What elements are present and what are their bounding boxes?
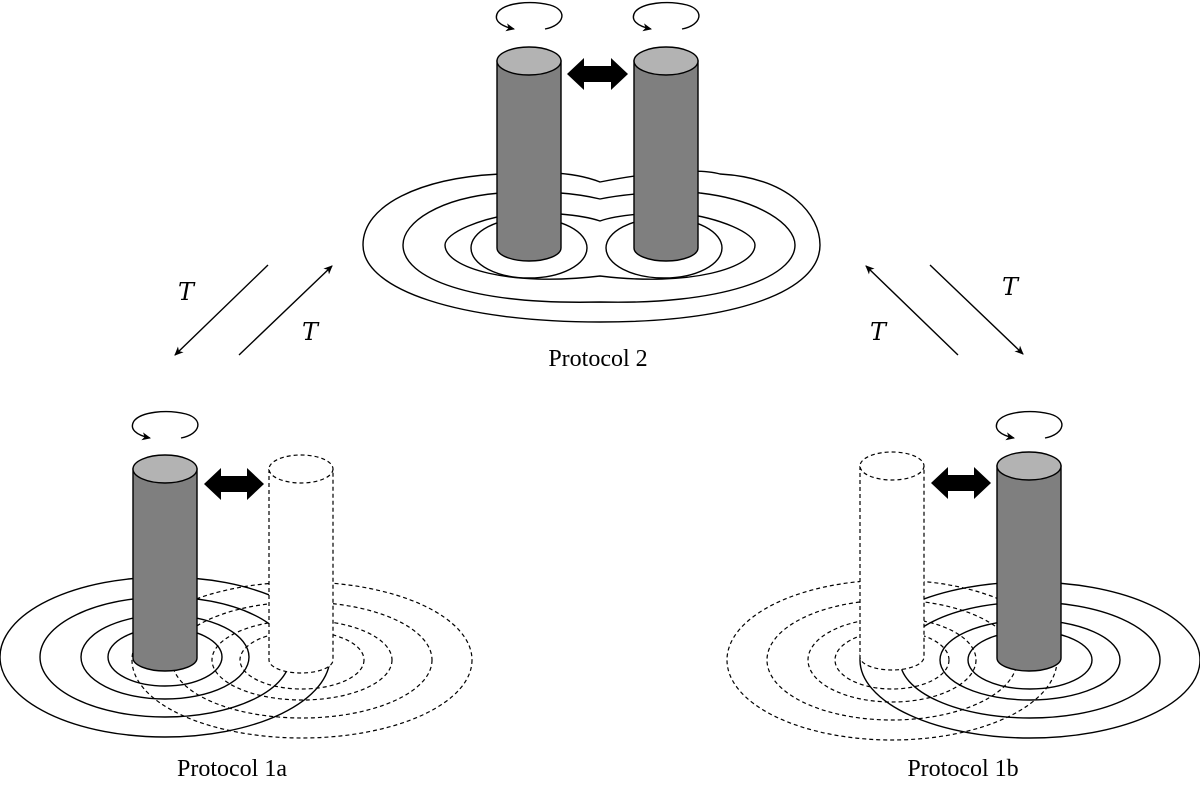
cylinder-right-active bbox=[996, 451, 1062, 672]
transition-label: T bbox=[1002, 273, 1020, 301]
swap-arrow-icon bbox=[567, 58, 628, 90]
cylinder-left-active bbox=[132, 454, 198, 672]
protocol-1b-panel: Protocol 1b bbox=[726, 410, 1200, 782]
transition-1b-to-2: T bbox=[865, 265, 959, 356]
rotation-icon-right bbox=[632, 1, 700, 32]
transition-label: T bbox=[870, 318, 888, 346]
transition-arrow-icon bbox=[865, 265, 959, 356]
protocol-2-field-rings bbox=[362, 170, 821, 323]
transition-arrow-icon bbox=[238, 265, 333, 356]
protocol-2-panel: Protocol 2 bbox=[362, 1, 821, 372]
transition-label: T bbox=[302, 318, 320, 346]
merged-ring-3 bbox=[402, 191, 796, 303]
swap-arrow-icon bbox=[931, 467, 991, 499]
caption-protocol-1a: Protocol 1a bbox=[177, 756, 287, 782]
transition-arrow-icon bbox=[929, 264, 1024, 355]
cylinder-left-active bbox=[496, 46, 562, 262]
rotation-icon bbox=[995, 410, 1063, 441]
swap-arrow-icon bbox=[204, 468, 264, 500]
transition-arrow-icon bbox=[174, 264, 269, 356]
protocol-1a-panel: Protocol 1a bbox=[0, 410, 473, 782]
caption-protocol-1b: Protocol 1b bbox=[907, 756, 1018, 782]
cylinder-right-active bbox=[633, 46, 699, 262]
transition-2-to-1b: T bbox=[929, 264, 1024, 355]
transition-2-to-1a: T bbox=[174, 264, 269, 356]
caption-protocol-2: Protocol 2 bbox=[548, 346, 647, 372]
rotation-icon bbox=[131, 410, 199, 441]
rotation-icon-left bbox=[495, 1, 563, 32]
merged-ring-2 bbox=[444, 212, 756, 280]
merged-ring-4 bbox=[362, 170, 821, 323]
transition-1a-to-2: T bbox=[238, 265, 333, 356]
cylinder-right-ghost bbox=[268, 454, 334, 674]
cylinder-left-ghost bbox=[859, 451, 925, 671]
transition-label: T bbox=[178, 278, 196, 306]
